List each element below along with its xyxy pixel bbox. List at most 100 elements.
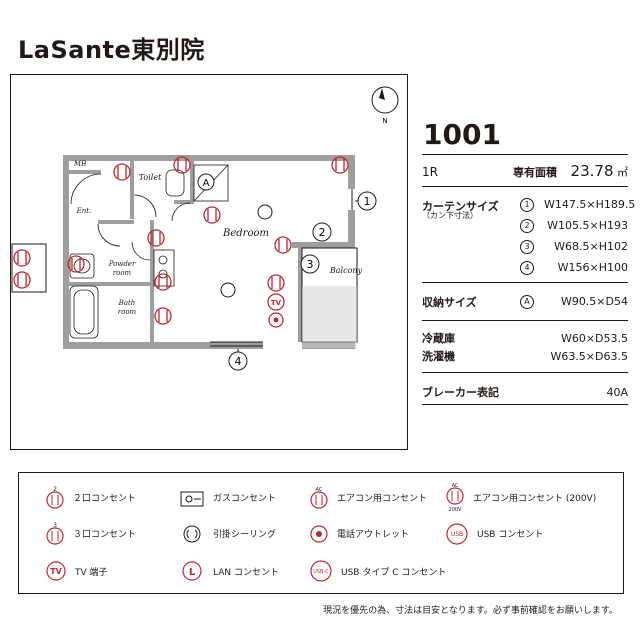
storage-label: 収納サイズ <box>422 295 477 309</box>
outlet-icon <box>267 274 285 292</box>
balcony-label: Balcony <box>329 266 363 275</box>
divider <box>422 154 628 155</box>
plan-num-3: 3 <box>307 258 314 271</box>
usb-c-outlet-icon: USB-C <box>310 560 332 582</box>
ceiling-hook-icon <box>220 282 236 298</box>
legend-item: 電話アウトレット <box>309 521 409 545</box>
divider <box>422 320 628 321</box>
washer-size: W63.5×D63.5 <box>550 350 628 363</box>
toilet-label: Toilet <box>139 173 162 182</box>
legend-item: ガスコンセント <box>179 485 276 509</box>
divider <box>422 372 628 373</box>
svg-text:2: 2 <box>53 486 57 493</box>
bath-room-label-2: room <box>118 308 137 316</box>
lan-outlet-icon: L <box>182 561 202 581</box>
plan-num-4: 4 <box>235 355 242 368</box>
outlet-icon <box>113 163 131 181</box>
area-row: 1R 専有面積 23.78 ㎡ <box>422 162 628 180</box>
ceiling-hook-icon <box>257 204 273 220</box>
legend-item: USB USB コンセント <box>445 521 543 545</box>
breaker-row: ブレーカー表記 40A <box>422 384 628 400</box>
room-number: 1001 <box>423 118 501 151</box>
outlet-2-icon: 2 <box>46 486 64 509</box>
usb-outlet-icon: USB <box>446 523 468 545</box>
svg-text:AC: AC <box>316 487 323 493</box>
ac-outlet-icon: AC <box>310 487 328 509</box>
outlet-icon <box>173 156 191 174</box>
legend-item: 2 ２口コンセント <box>45 485 136 509</box>
ac-outlet-icon <box>274 236 292 254</box>
outlet-icon <box>13 249 31 267</box>
outlet-3-icon: 3 <box>46 522 64 545</box>
outlet-icon <box>13 271 31 289</box>
outlet-icon <box>154 273 172 291</box>
svg-text:200V: 200V <box>449 507 463 513</box>
legend-item: AC エアコン用コンセント <box>309 485 427 509</box>
fridge-label: 冷蔵庫 <box>422 332 455 345</box>
washer-row: 洗濯機 W63.5×D63.5 <box>422 348 628 364</box>
legend-item: TV TV 端子 <box>45 559 108 583</box>
svg-text:L: L <box>189 567 196 578</box>
fridge-row: 冷蔵庫 W60×D53.5 <box>422 330 628 346</box>
divider <box>422 282 628 283</box>
outlet-icon <box>331 156 349 174</box>
svg-text:TV: TV <box>50 567 62 576</box>
tv-terminal-icon <box>267 293 285 311</box>
phone-outlet-icon <box>310 525 328 543</box>
outlet-icon <box>154 307 172 325</box>
breaker-value: 40A <box>606 386 628 399</box>
storage-mark-icon: A <box>520 294 534 309</box>
floor-plan: TV 1 2 3 4 A MB Toilet Ent. Bedroom Powd… <box>11 86 399 371</box>
curtain-label: カーテンサイズ <box>422 200 499 213</box>
fridge-size: W60×D53.5 <box>560 332 628 345</box>
svg-text:3: 3 <box>53 522 57 529</box>
legend-item: L LAN コンセント <box>179 559 279 583</box>
ac-outlet-200v-icon: AC 200V <box>446 483 464 513</box>
bedroom-label: Bedroom <box>222 228 269 239</box>
svg-text:TV: TV <box>271 299 282 307</box>
tv-terminal-icon: TV <box>46 561 66 581</box>
outlet-icon <box>203 206 221 224</box>
powder-room-label: Powder <box>108 260 136 268</box>
floor-plan-frame <box>10 74 408 450</box>
ceiling-hook-icon <box>183 525 201 543</box>
mb-label: MB <box>73 160 86 168</box>
outlet-icon <box>147 229 165 247</box>
area-label: 専有面積 <box>513 166 558 179</box>
layout-type: 1R <box>422 165 438 179</box>
legend-item: USB-C USB タイプ C コンセント <box>309 559 446 583</box>
gas-outlet-icon <box>180 491 204 507</box>
breaker-label: ブレーカー表記 <box>422 386 499 399</box>
svg-text:AC: AC <box>452 483 459 489</box>
svg-text:USB: USB <box>451 531 463 538</box>
storage-row: 収納サイズ A W90.5×D54 <box>422 291 628 312</box>
outlet-icon <box>67 255 85 273</box>
legend-item: 引掛シーリング <box>179 521 276 545</box>
area-unit: ㎡ <box>617 166 628 179</box>
plan-num-1: 1 <box>364 195 371 208</box>
divider <box>422 404 628 405</box>
powder-room-label-2: room <box>113 269 132 277</box>
legend-item: 3 ３口コンセント <box>45 521 136 545</box>
washer-label: 洗濯機 <box>422 350 455 363</box>
compass-icon: N <box>371 86 399 125</box>
area-value: 23.78 <box>570 162 614 180</box>
divider <box>422 186 628 187</box>
curtain-sublabel: （カン下寸法） <box>422 211 478 220</box>
footnote: 現況を優先の為、寸法は目安となります。必ず事前確認をお願いします。 <box>323 606 618 616</box>
bath-room-label: Bath <box>118 299 136 307</box>
storage-mark: A <box>203 178 210 189</box>
property-title: LaSante東別院 <box>18 36 205 64</box>
svg-text:USB-C: USB-C <box>313 569 329 575</box>
plan-num-2: 2 <box>319 226 326 239</box>
compass-n: N <box>382 117 387 125</box>
entrance-label: Ent. <box>76 207 92 215</box>
storage-size: W90.5×D54 <box>560 295 628 308</box>
